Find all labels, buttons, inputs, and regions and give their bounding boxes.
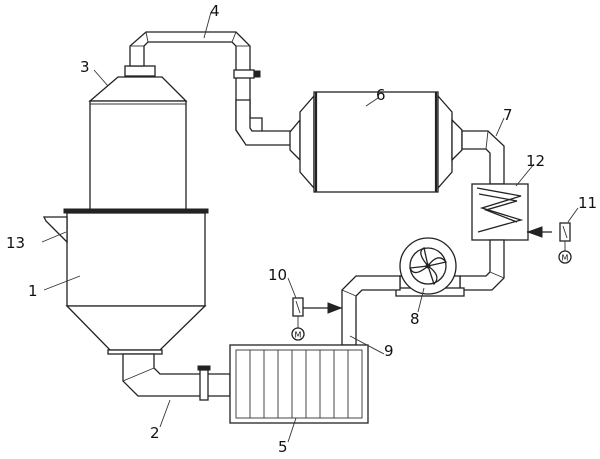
label-8: 8 [410,310,420,328]
label-7: 7 [503,106,513,124]
label-13: 13 [6,234,25,252]
pipe-elbow-6 [235,99,293,146]
label-4: 4 [210,2,220,20]
upper-vessel [88,65,188,211]
nozzle-box [471,183,552,241]
pipe-bottom-valve [197,365,211,401]
filter-box [229,344,369,424]
pipe-right [461,130,505,185]
pipe-valve [233,69,261,79]
motor-symbol-right: M [562,254,569,263]
pipe-bottom [122,353,231,397]
label-9: 9 [384,342,394,360]
motor-symbol-left: M [295,331,302,340]
label-10: 10 [268,266,287,284]
horizontal-drum [289,91,463,193]
label-3: 3 [80,58,90,76]
pipe-to-fan [459,239,505,291]
label-6: 6 [376,86,386,104]
label-11: 11 [578,194,597,212]
label-12: 12 [526,152,545,170]
motor-unit-right [558,222,572,264]
fan [395,237,465,297]
label-5: 5 [278,438,288,456]
side-inlet [42,216,68,244]
leader-lines [41,11,579,443]
pipe-fan-outlet [341,275,401,346]
label-2: 2 [150,424,160,442]
label-1: 1 [28,282,38,300]
lower-vessel [65,212,207,355]
motor-unit-left [291,297,343,341]
